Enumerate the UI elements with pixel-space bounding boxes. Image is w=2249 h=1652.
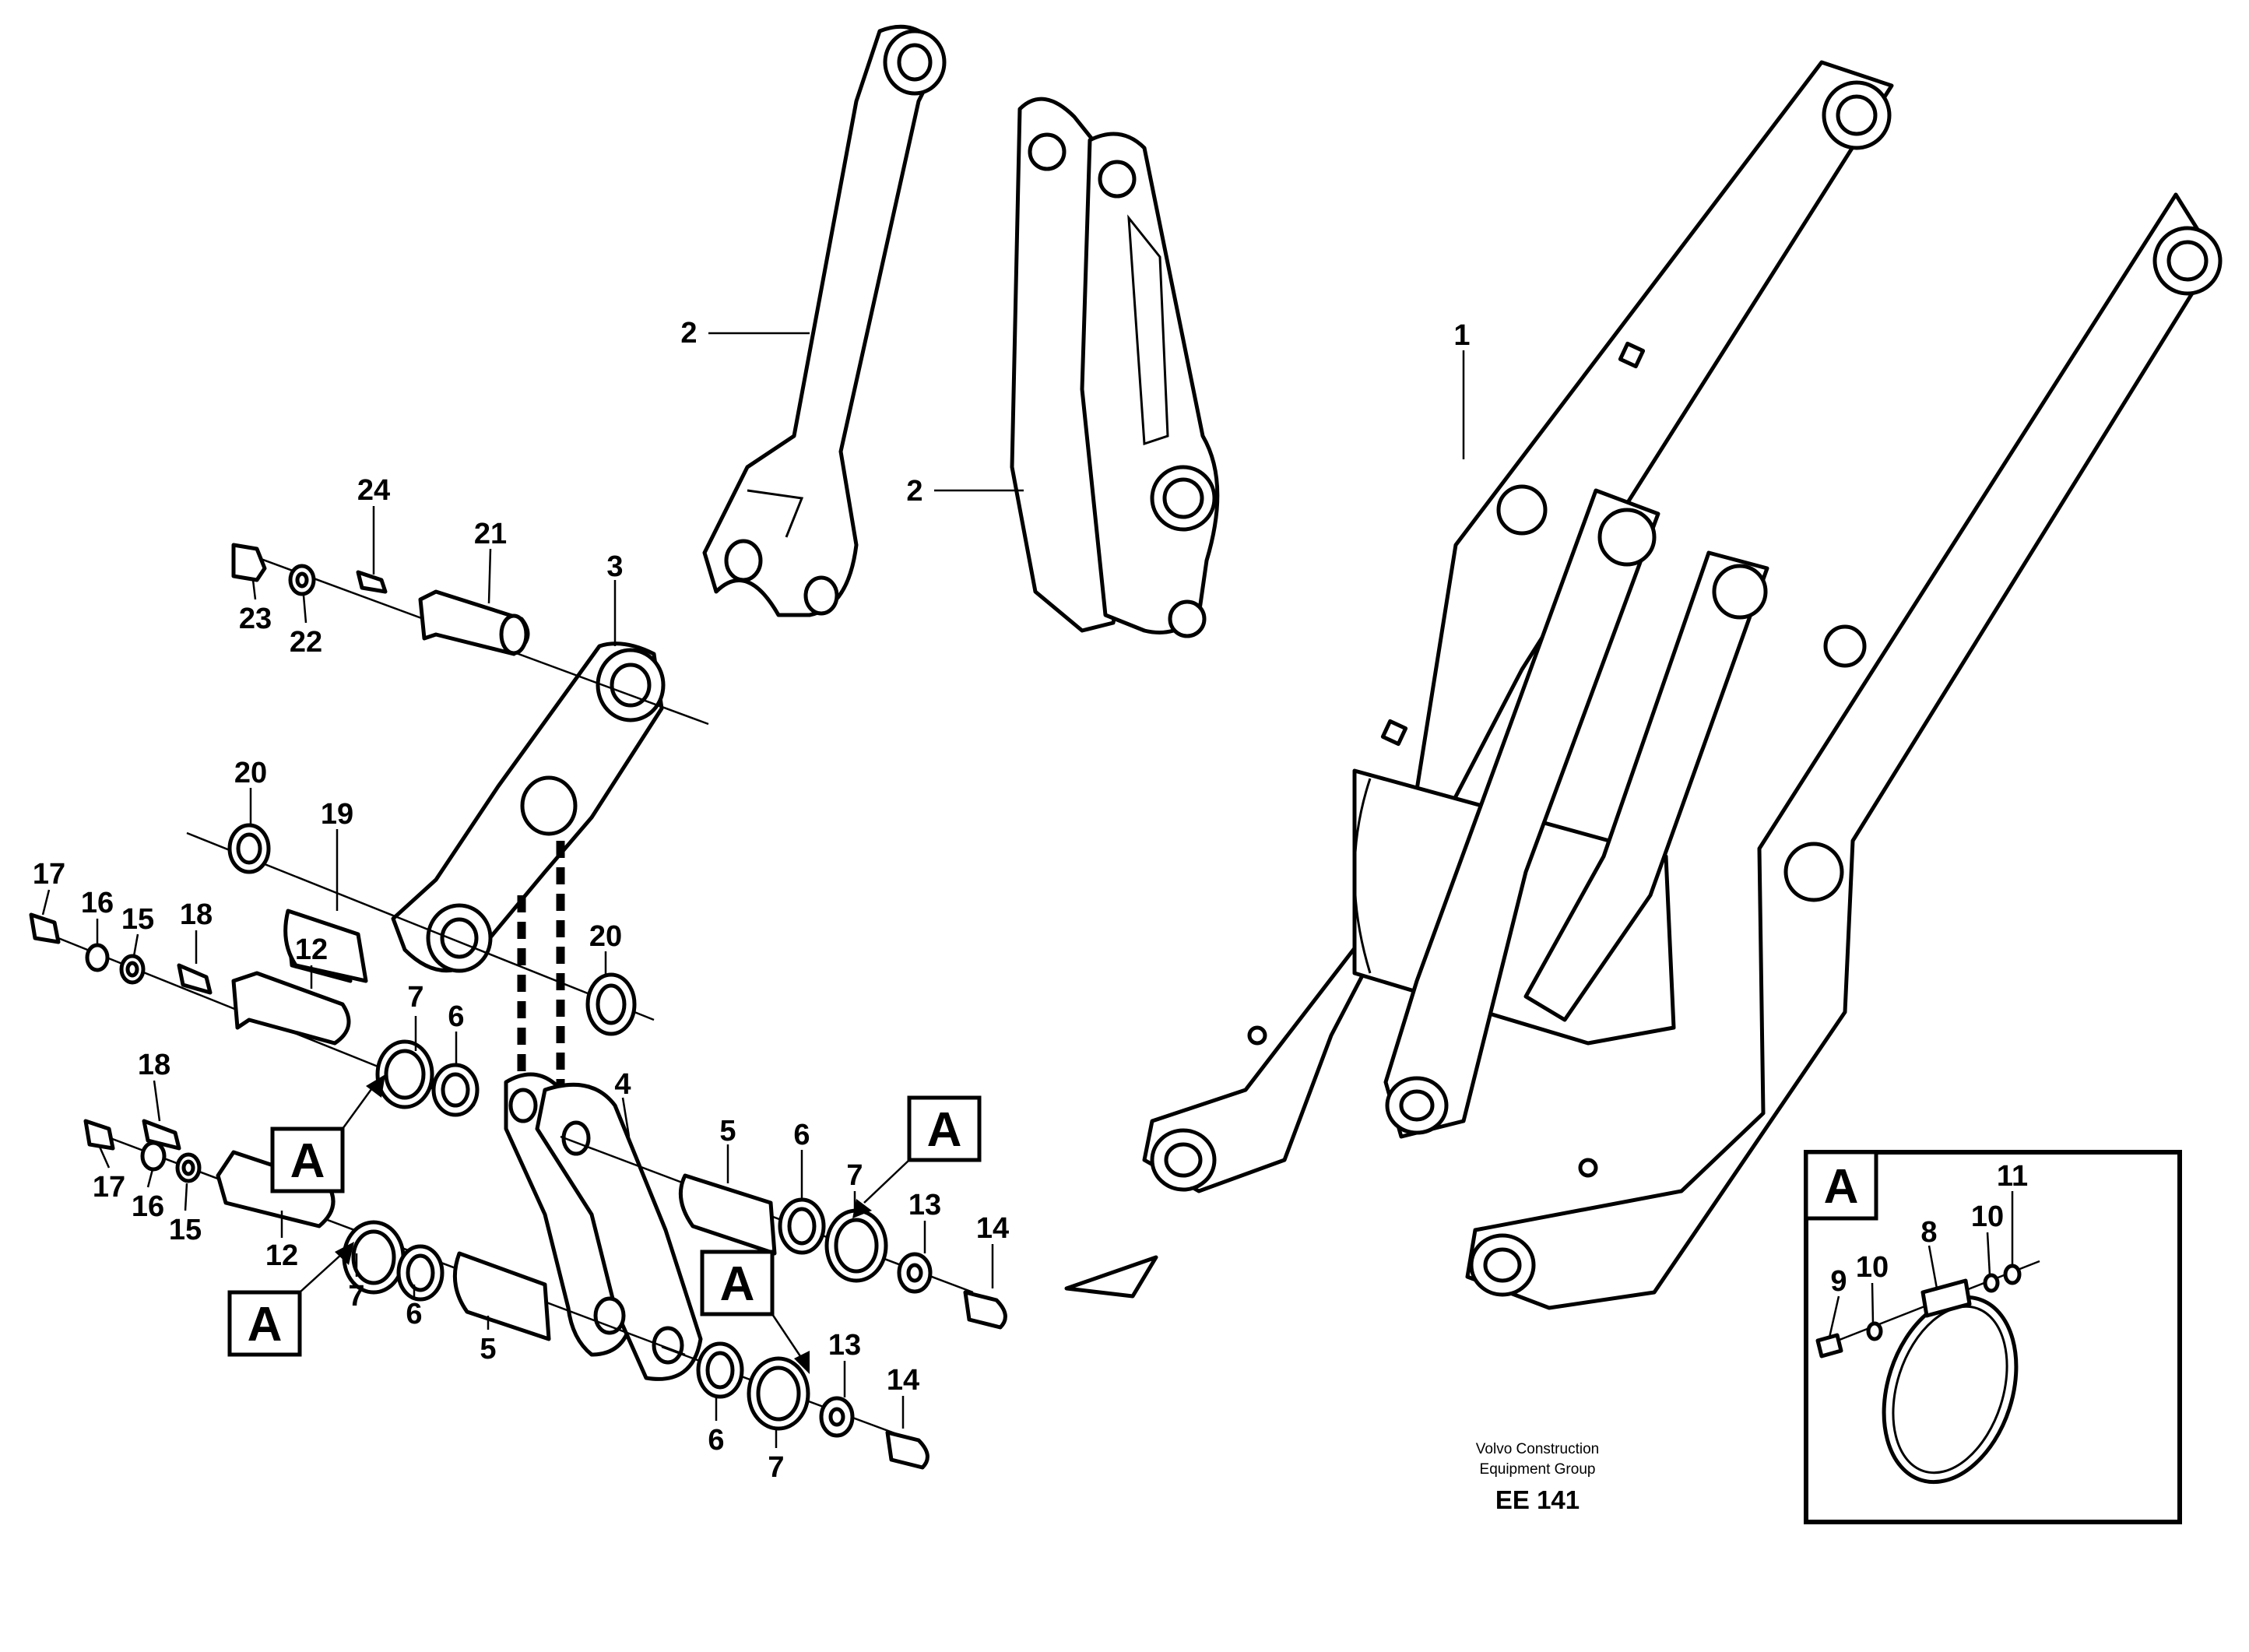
label-20a: 20	[234, 757, 267, 789]
label-5a: 5	[719, 1115, 736, 1148]
label-6b: 6	[793, 1119, 810, 1151]
label-7c: 7	[348, 1280, 364, 1313]
label-13a: 13	[908, 1189, 941, 1221]
label-4: 4	[614, 1068, 631, 1101]
label-11: 11	[1997, 1160, 2028, 1193]
link-rod-2a	[702, 24, 947, 617]
callout-letter: A	[290, 1134, 325, 1188]
label-17a: 17	[33, 858, 65, 891]
label-10a: 10	[1856, 1251, 1889, 1284]
label-2b: 2	[906, 475, 922, 508]
label-18a: 18	[180, 898, 213, 931]
label-17b: 17	[93, 1171, 125, 1204]
label-15a: 15	[121, 903, 154, 936]
direction-arrow	[1064, 1255, 1158, 1299]
label-23: 23	[239, 603, 272, 635]
callout-letter: A	[927, 1103, 962, 1157]
label-24: 24	[357, 474, 390, 507]
label-22: 22	[290, 626, 322, 659]
credit-block: Volvo Construction Equipment Group EE 14…	[1476, 1441, 1599, 1514]
callout-a-4: A	[700, 1250, 810, 1374]
label-6a: 6	[448, 1000, 464, 1033]
bellcrank-3	[391, 641, 666, 973]
label-3: 3	[606, 550, 623, 583]
detail-a: A	[1804, 1150, 2182, 1524]
label-2a: 2	[680, 317, 697, 350]
callout-a-3: A	[227, 1242, 354, 1357]
callout-a-1: A	[270, 1074, 385, 1193]
label-20b: 20	[589, 920, 622, 953]
label-19: 19	[321, 798, 353, 831]
link-rod-2b	[1010, 97, 1220, 638]
label-14b: 14	[887, 1364, 919, 1397]
label-7b: 7	[846, 1159, 863, 1192]
diagram-code: EE 141	[1495, 1485, 1580, 1514]
label-13b: 13	[828, 1329, 861, 1362]
label-14a: 14	[976, 1212, 1009, 1245]
label-16a: 16	[81, 887, 114, 919]
callout-letter: A	[248, 1298, 283, 1351]
label-7d: 7	[768, 1451, 784, 1484]
label-6d: 6	[708, 1424, 724, 1457]
label-6c: 6	[406, 1298, 422, 1330]
part-labels: 1 2 2 3 4 5 5 6 6 6 6 7 7 7 7 8 9 10	[33, 317, 2028, 1484]
hardware	[29, 543, 1007, 1470]
lift-arm-frame	[1142, 60, 2223, 1310]
label-12a: 12	[295, 933, 328, 966]
credit-line-1: Volvo Construction	[1476, 1441, 1599, 1457]
credit-line-2: Equipment Group	[1480, 1461, 1596, 1478]
label-7a: 7	[407, 981, 423, 1014]
label-8: 8	[1920, 1216, 1937, 1249]
callout-a-2: A	[852, 1095, 982, 1218]
label-12b: 12	[265, 1239, 298, 1272]
label-10b: 10	[1971, 1200, 2004, 1233]
label-15b: 15	[169, 1214, 202, 1246]
label-21: 21	[474, 518, 507, 550]
label-16b: 16	[132, 1190, 164, 1223]
label-1: 1	[1453, 319, 1470, 352]
label-18b: 18	[138, 1049, 170, 1081]
label-9: 9	[1830, 1265, 1847, 1298]
link-4	[504, 1072, 703, 1381]
callout-letter: A	[720, 1257, 755, 1311]
label-5b: 5	[480, 1333, 496, 1366]
detail-box-label: A	[1824, 1160, 1859, 1214]
